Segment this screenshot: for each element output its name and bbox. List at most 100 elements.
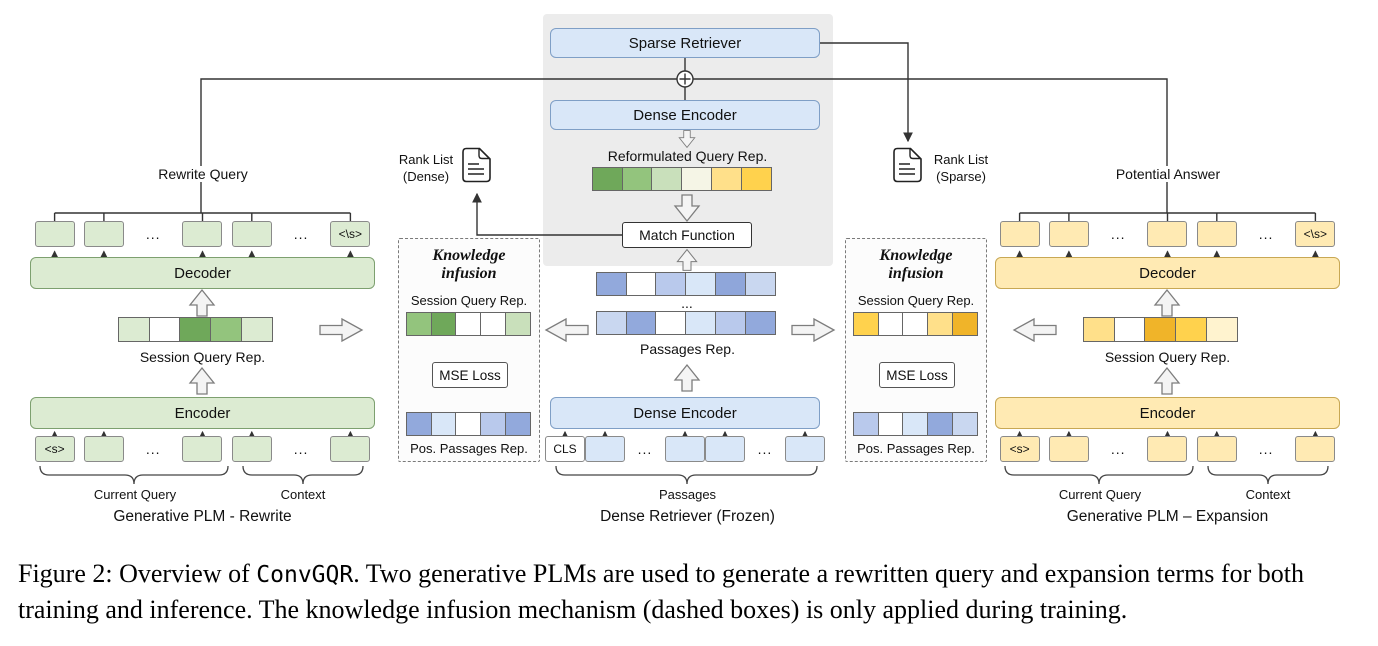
ki-sparse-pos-cells: [852, 412, 979, 436]
caption-prefix: Figure 2: Overview of: [18, 559, 257, 588]
token-box: <\s>: [330, 221, 371, 247]
passages-brace: [555, 465, 818, 485]
rep-cell: [681, 167, 713, 191]
ki-dense-title: Knowledge infusion: [398, 247, 540, 284]
rep-cell: [740, 167, 772, 191]
dense-retriever-title: Dense Retriever (Frozen): [600, 508, 775, 525]
ellipsis: ...: [757, 441, 773, 457]
rewrite-current-query-label: Current Query: [93, 487, 177, 502]
rep-cell: [685, 311, 717, 335]
rep-cell: [927, 412, 954, 436]
rep-cell: [902, 412, 929, 436]
expansion-decoder-box: Decoder: [995, 257, 1340, 289]
rep-cell: [711, 167, 743, 191]
rep-cell: [902, 312, 929, 336]
rewrite-encoder-box: Encoder: [30, 397, 375, 429]
sparse-to-ranklist-arrow: [820, 42, 913, 143]
rep-cell: [852, 312, 879, 336]
rep-cell: [455, 412, 482, 436]
token-box: [585, 436, 625, 462]
ellipsis: ...: [1110, 226, 1126, 242]
rewrite-gather-line: [53, 212, 352, 221]
ranklist-dense-line1: Rank List: [398, 152, 454, 167]
rep-cell: [715, 272, 747, 296]
token-box: [1196, 436, 1237, 462]
context-brace-left: [242, 465, 364, 485]
rewrite-plm-title: Generative PLM - Rewrite: [113, 508, 292, 525]
token-box: [999, 221, 1040, 247]
token-box: [1048, 436, 1089, 462]
rewrite-decoder-box: Decoder: [30, 257, 375, 289]
ki-dense-pos-cells: [405, 412, 532, 436]
rewrite-context-label: Context: [280, 487, 326, 502]
expansion-session-rep-label: Session Query Rep.: [1104, 349, 1231, 365]
rep-cell: [877, 312, 904, 336]
token-box: <s>: [999, 436, 1040, 462]
rep-cell: [179, 317, 212, 342]
ranklist-sparse-label: Rank List (Sparse): [926, 152, 996, 186]
expansion-plm-title: Generative PLM – Expansion: [1066, 508, 1269, 525]
ki-dense-session-label: Session Query Rep.: [410, 293, 528, 308]
current-query-brace-left: [39, 465, 229, 485]
ranklist-sparse-line2: (Sparse): [936, 168, 986, 184]
rep-cell: [117, 317, 150, 342]
token-box: <\s>: [1295, 221, 1336, 247]
passages-label: Passages: [658, 487, 717, 502]
rep-cell: [952, 412, 979, 436]
token-box: [1147, 221, 1188, 247]
ranklist-sparse-doc-icon: [893, 147, 922, 183]
rep-cell: [455, 312, 482, 336]
token-box: [1048, 221, 1089, 247]
token-box: <s>: [34, 436, 75, 462]
rep-cell: [591, 167, 623, 191]
rep-cell: [952, 312, 979, 336]
rewrite-query-label: Rewrite Query: [118, 166, 288, 182]
token-box: [785, 436, 825, 462]
token-box: [83, 221, 124, 247]
rep-cell: [651, 167, 683, 191]
token-box: [665, 436, 705, 462]
token-box: [1295, 436, 1336, 462]
rep-cell: [210, 317, 243, 342]
rewrite-output-token-row: ......<\s>: [30, 221, 375, 247]
rep-cell: [1113, 317, 1146, 342]
rep-cell: [685, 272, 717, 296]
token-box: [83, 436, 124, 462]
ellipsis: ...: [1258, 226, 1274, 242]
rewrite-input-token-row: <s>......: [30, 436, 375, 462]
ellipsis: ...: [637, 441, 653, 457]
rep-cell: [595, 272, 627, 296]
ellipsis: ...: [1258, 441, 1274, 457]
rep-cell: [505, 412, 532, 436]
rep-cell: [1082, 317, 1115, 342]
rep-cell: [621, 167, 653, 191]
dense-encoder-top-box: Dense Encoder: [550, 100, 820, 130]
rep-cell: [852, 412, 879, 436]
rep-cell: [241, 317, 274, 342]
expansion-output-token-row: ...... <\s>: [995, 221, 1340, 247]
passages-token-row: CLS......: [545, 436, 825, 462]
token-box: CLS: [545, 436, 585, 462]
answer-gather-line: [1018, 212, 1317, 221]
token-box: [1196, 221, 1237, 247]
token-box: [182, 221, 223, 247]
rep-cell: [927, 312, 954, 336]
passages-rep-row2: [595, 311, 776, 335]
passages-rep-ellipsis: ...: [681, 295, 693, 311]
ki-dense-title-line1: Knowledge: [432, 247, 506, 264]
expansion-session-rep-cells: [1082, 317, 1239, 342]
rep-cell: [148, 317, 181, 342]
ellipsis: ...: [293, 441, 309, 457]
rep-cell: [655, 311, 687, 335]
rep-cell: [1206, 317, 1239, 342]
ki-sparse-session-label: Session Query Rep.: [857, 293, 975, 308]
rep-cell: [877, 412, 904, 436]
ranklist-dense-doc-icon: [462, 147, 491, 183]
passages-rep-label: Passages Rep.: [640, 341, 735, 357]
rep-cell: [430, 312, 457, 336]
caption-code: ConvGQR: [256, 562, 354, 588]
ki-sparse-mse-box: MSE Loss: [879, 362, 955, 388]
match-function-box: Match Function: [622, 222, 752, 248]
rewrite-session-rep-cells: [117, 317, 274, 342]
